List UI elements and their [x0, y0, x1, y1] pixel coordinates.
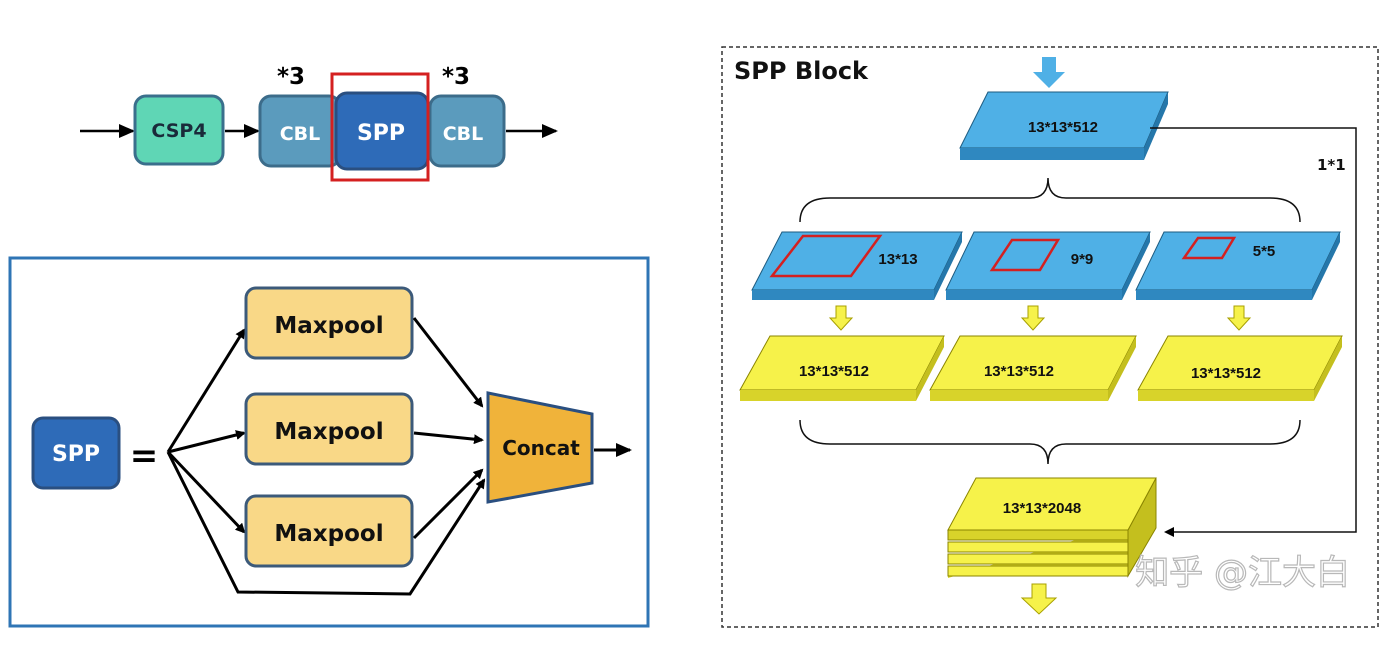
- pool-plate-1-front: [752, 290, 934, 300]
- spp-detail-panel: SPP = Maxpool Maxpool Maxpool Concat: [8, 256, 650, 628]
- pool-plate-2: 9*9: [945, 231, 1151, 300]
- stack-layer-2: [947, 541, 1129, 553]
- stack-layer-3: [947, 553, 1129, 565]
- spp-detail-block: [31, 416, 121, 490]
- mult-right: *3: [442, 64, 470, 90]
- down-arrow-icon-2: [1020, 305, 1046, 331]
- down-arrow-icon-1: [828, 305, 854, 331]
- stack-layer-4: [947, 565, 1129, 577]
- branch-arrow-3: [166, 450, 246, 534]
- input-plate-front: [960, 148, 1144, 160]
- down-arrow-icon-3: [1226, 305, 1252, 331]
- output-plate-label-1: 13*13*512: [799, 363, 869, 380]
- pool-plate-3-front: [1136, 290, 1312, 300]
- spp-block-title: SPP Block: [734, 57, 869, 85]
- maxpool-label-3: Maxpool: [274, 521, 383, 547]
- spp-block-frame: [721, 46, 1379, 628]
- output-plate-2-side: [1108, 336, 1136, 401]
- csp4-block: [133, 94, 225, 166]
- pool-window-2: [989, 238, 1061, 272]
- input-plate-side: [1144, 92, 1168, 160]
- output-plate-1-side: [916, 336, 944, 401]
- pool-label-2: 9*9: [1071, 251, 1094, 268]
- pool-plate-1: 13*13: [751, 231, 963, 300]
- maxpool-label-2: Maxpool: [274, 419, 383, 445]
- concat-plate-label: 13*13*2048: [1003, 500, 1081, 517]
- output-plate-2: 13*13*512: [929, 335, 1137, 401]
- branch-arrow-1: [166, 328, 246, 453]
- csp4-label: CSP4: [151, 120, 206, 142]
- pool-label-3: 5*5: [1253, 243, 1276, 260]
- spp-detail-label: SPP: [52, 442, 100, 467]
- cbl-block-right: [428, 94, 506, 168]
- maxpool-block-3: [244, 494, 414, 568]
- pool-window-3: [1181, 236, 1237, 260]
- pool-plate-3-top: [1135, 231, 1341, 291]
- output-plate-1: 13*13*512: [739, 335, 945, 401]
- spp-detail-frame: [8, 256, 650, 628]
- pool-plate-3-side: [1312, 232, 1340, 300]
- maxpool-arrow-2: [413, 431, 484, 445]
- pool-label-1: 13*13: [878, 251, 917, 268]
- shortcut-label: 1*1: [1317, 156, 1346, 174]
- output-plate-3: 13*13*512: [1137, 335, 1343, 401]
- equals-sign: =: [130, 436, 159, 476]
- output-arrow-icon: [1020, 583, 1058, 615]
- pool-window-1: [769, 234, 883, 278]
- concat-block: [486, 391, 594, 504]
- skip-arrow: [166, 451, 486, 596]
- pipeline: CSP4 CBL CBL SPP *3 *3: [80, 64, 558, 182]
- pool-plate-2-front: [946, 290, 1122, 300]
- watermark: 知乎 @江大白: [1135, 553, 1350, 593]
- concat-label: Concat: [502, 436, 580, 460]
- maxpool-label-1: Maxpool: [274, 313, 383, 339]
- output-plate-2-front: [930, 390, 1108, 401]
- concat-stack: 13*13*2048: [947, 477, 1157, 578]
- output-plate-3-front: [1138, 390, 1314, 401]
- shortcut-line: [1150, 127, 1357, 537]
- input-plate-label: 13*13*512: [1028, 119, 1098, 136]
- branch-arrow-2: [167, 430, 246, 454]
- maxpool-arrow-3: [412, 468, 484, 540]
- output-plate-1-front: [740, 390, 916, 401]
- cbl-right-label: CBL: [443, 123, 484, 145]
- maxpool-block-1: [244, 286, 414, 360]
- cbl-left-label: CBL: [280, 123, 321, 145]
- brace-merge: [799, 419, 1301, 465]
- spp-block-panel: SPP Block 13*13*512 1*1 13*13 9*9: [721, 46, 1379, 628]
- mult-left: *3: [277, 64, 305, 90]
- output-plate-label-2: 13*13*512: [984, 363, 1054, 380]
- maxpool-arrow-1: [412, 317, 484, 408]
- spp-highlight-frame: [330, 72, 430, 182]
- input-arrow-icon: [1033, 57, 1065, 88]
- brace-split: [799, 177, 1301, 223]
- output-plate-label-3: 13*13*512: [1191, 365, 1261, 382]
- stack-layer-1: [947, 529, 1129, 541]
- output-plate-3-side: [1314, 336, 1342, 401]
- pool-plate-1-side: [934, 232, 962, 300]
- pool-plate-3: 5*5: [1135, 231, 1341, 300]
- spp-top-label: SPP: [357, 121, 405, 146]
- maxpool-block-2: [244, 392, 414, 466]
- pool-plate-2-side: [1122, 232, 1150, 300]
